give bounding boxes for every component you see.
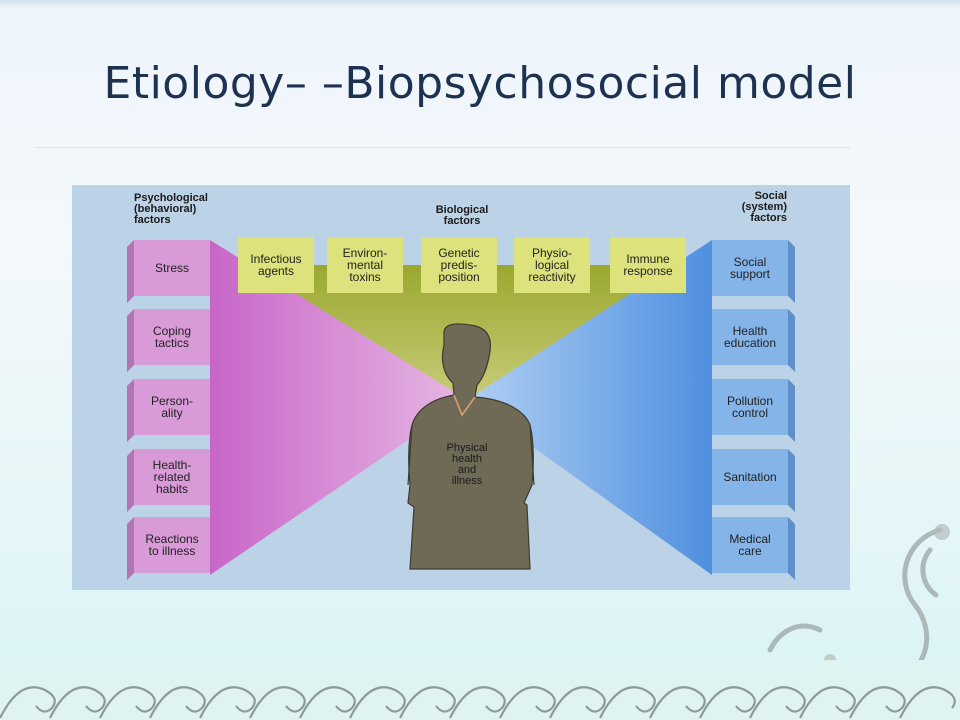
- psychological-beam: [210, 240, 467, 575]
- social-factor-medical: Medical care: [712, 517, 788, 573]
- social-factor-sanitation: Sanitation: [712, 449, 788, 505]
- biological-header: Biological factors: [435, 204, 489, 227]
- social-header: Social (system) factors: [741, 190, 787, 224]
- bio-factor-genetic: Genetic predis- position: [421, 237, 497, 293]
- bio-factor-toxins: Environ- mental toxins: [327, 237, 403, 293]
- psych-factor-personality: Person- ality: [134, 379, 210, 435]
- bio-factor-infectious: Infectious agents: [238, 237, 314, 293]
- psych-factor-habits: Health- related habits: [134, 449, 210, 505]
- beam-layer: [127, 240, 795, 580]
- top-band: [0, 0, 960, 8]
- left-box-sides: [127, 240, 134, 580]
- social-factor-support: Social support: [712, 240, 788, 296]
- psychological-header: Psychological (behavioral) factors: [134, 192, 208, 226]
- psych-factor-reactions: Reactions to illness: [134, 517, 210, 573]
- person-silhouette-icon: [407, 323, 535, 570]
- slide-title: Etiology– –Biopsychosocial model: [103, 58, 857, 109]
- psych-factor-coping: Coping tactics: [134, 309, 210, 365]
- title-divider: [35, 147, 850, 148]
- social-factor-education: Health education: [712, 309, 788, 365]
- biopsychosocial-figure: Psychological (behavioral) factors Biolo…: [72, 185, 850, 590]
- right-box-sides: [788, 240, 795, 580]
- bio-factor-physiological: Physio- logical reactivity: [514, 237, 590, 293]
- center-label: Physical health and illness: [446, 442, 488, 487]
- social-beam: [467, 240, 712, 575]
- wave-border-icon: [0, 660, 960, 720]
- bio-factor-immune: Immune response: [610, 237, 686, 293]
- psych-factor-stress: Stress: [134, 240, 210, 296]
- social-factor-pollution: Pollution control: [712, 379, 788, 435]
